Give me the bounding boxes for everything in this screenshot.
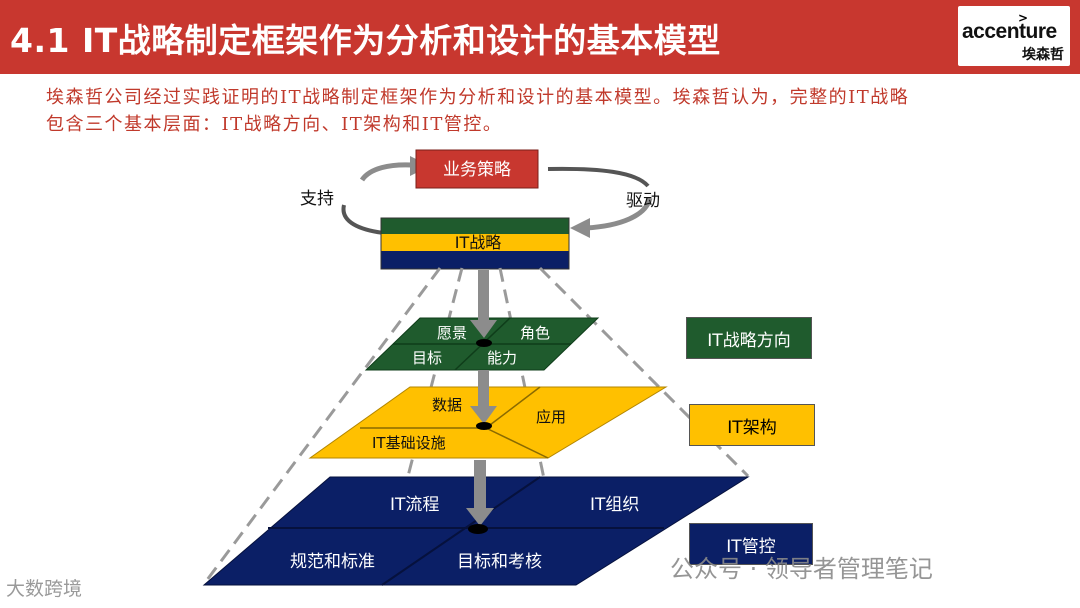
role-label: 角色 [520,324,550,342]
junction-dot-3 [468,524,488,534]
drive-cycle-arrow-bottom-right [585,197,653,231]
infrastructure-label: IT基础设施 [372,434,446,452]
arrowhead-3 [466,508,494,526]
layer3-divider-v [381,476,541,586]
arrowhead-2 [470,406,497,424]
it-process-label: IT流程 [390,495,439,515]
intro-paragraph: 埃森哲公司经过实践证明的IT战略制定框架作为分析和设计的基本模型。埃森哲认为，完… [46,84,1046,138]
junction-dot-1 [476,339,492,347]
legend-governance: IT管控 [689,523,813,565]
intro-line-1: 埃森哲公司经过实践证明的IT战略制定框架作为分析和设计的基本模型。埃森哲认为，完… [46,87,910,108]
logo-subtitle: 埃森哲 [1022,47,1064,63]
business-strategy-label: 业务策略 [443,160,511,180]
watermark-right: 公众号 · 领导者管理笔记 [670,555,933,583]
support-cycle-arrow-top-left [359,162,413,182]
layer2-divider-diag [485,386,541,429]
application-label: 应用 [536,408,566,426]
it-strategy-stripe-yellow [381,234,569,251]
it-strategy-stripe-green [381,218,569,234]
logo-text: accenture [962,20,1057,43]
it-strategy-border [380,217,570,270]
layer2-divider-right [485,427,549,459]
header-bar: 4.1 IT战略制定框架作为分析和设计的基本模型 > accenture 埃森哲 [0,0,1080,74]
it-strategy-label: IT战略 [455,233,502,252]
drive-label: 驱动 [626,191,660,211]
drive-cycle-arrow-top-right [547,166,650,188]
drive-arrowhead [570,218,590,238]
legend-strategy-direction: IT战略方向 [686,317,812,359]
arrow-shaft-3 [474,460,486,510]
standards-label: 规范和标准 [290,552,375,572]
arrow-shaft-1 [478,270,489,322]
arrowhead-1 [470,320,497,338]
accenture-logo: > accenture 埃森哲 [958,6,1070,66]
support-cycle-arrow-bottom-left [341,204,385,235]
it-strategy-stripe-navy [381,251,569,269]
junction-dot-2 [476,422,492,430]
support-label: 支持 [300,189,334,209]
goal-label: 目标 [412,349,442,367]
business-strategy-box [415,149,539,189]
legend-architecture: IT架构 [689,404,815,446]
page-title: 4.1 IT战略制定框架作为分析和设计的基本模型 [10,21,721,60]
watermark-left: 大数跨境 [6,578,83,600]
capability-label: 能力 [487,349,517,367]
data-label: 数据 [432,396,462,414]
it-organization-label: IT组织 [590,495,639,515]
arrow-shaft-2 [478,370,489,408]
logo-mark: > [1018,11,1029,25]
intro-line-2: 包含三个基本层面：IT战略方向、IT架构和IT管控。 [46,114,503,135]
assessment-label: 目标和考核 [457,552,542,572]
vision-label: 愿景 [437,324,467,342]
